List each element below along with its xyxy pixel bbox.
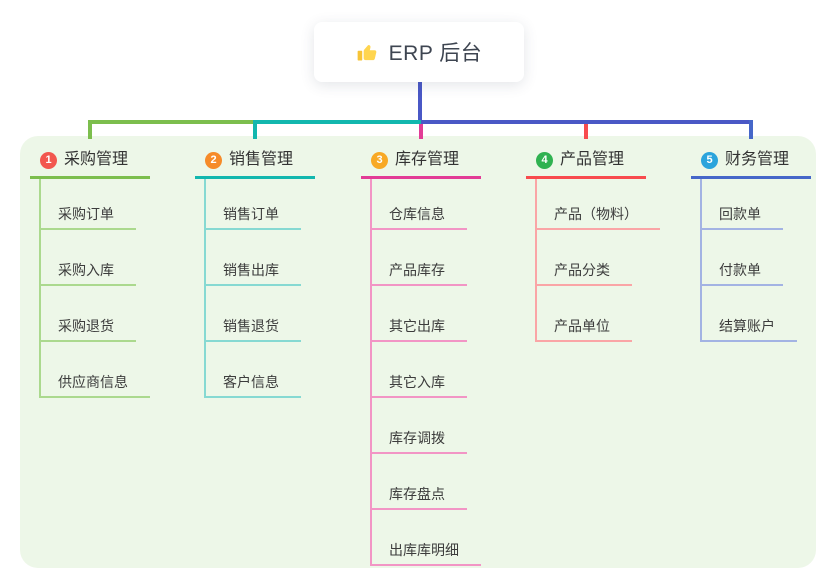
- branch-label: 库存管理: [395, 151, 460, 168]
- branch-items-1: 采购订单采购入库采购退货供应商信息: [39, 179, 150, 398]
- mindmap-item[interactable]: 付款单: [702, 230, 783, 286]
- branch-number-badge: 1: [40, 151, 57, 169]
- mindmap-item[interactable]: 供应商信息: [41, 342, 150, 398]
- mindmap-item[interactable]: 产品单位: [537, 286, 632, 342]
- branch-items-2: 销售订单销售出库销售退货客户信息: [204, 179, 301, 398]
- root-title: ERP 后台: [388, 42, 483, 65]
- mindmap-item[interactable]: 回款单: [702, 179, 783, 230]
- mindmap-item[interactable]: 采购入库: [41, 230, 136, 286]
- branches-panel: [20, 136, 816, 568]
- connector-drop-branch-3: [419, 124, 423, 139]
- connector-root-stem: [418, 82, 422, 124]
- branch-items-4: 产品（物料）产品分类产品单位: [535, 179, 660, 342]
- mindmap-item[interactable]: 其它入库: [372, 342, 467, 398]
- mindmap-item[interactable]: 其它出库: [372, 286, 467, 342]
- mindmap-item[interactable]: 销售订单: [206, 179, 301, 230]
- branch-header-1[interactable]: 1 采购管理: [30, 150, 150, 179]
- branch-label: 采购管理: [64, 151, 129, 168]
- mindmap-item[interactable]: 仓库信息: [372, 179, 467, 230]
- branch-header-4[interactable]: 4 产品管理: [526, 150, 646, 179]
- connector-drop-branch-2: [253, 120, 257, 139]
- connector-segment-right-blue: [421, 120, 753, 124]
- connector-segment-left-green: [88, 120, 255, 124]
- connector-drop-branch-5: [749, 120, 753, 139]
- branch-number-badge: 5: [701, 151, 718, 169]
- mindmap-item[interactable]: 销售退货: [206, 286, 301, 342]
- branch-items-5: 回款单付款单结算账户: [700, 179, 797, 342]
- connector-drop-branch-4: [584, 124, 588, 139]
- branch-label: 产品管理: [560, 151, 625, 168]
- mindmap-item[interactable]: 结算账户: [702, 286, 797, 342]
- branch-number-badge: 2: [205, 151, 222, 169]
- mindmap-item[interactable]: 采购订单: [41, 179, 136, 230]
- branch-header-3[interactable]: 3 库存管理: [361, 150, 481, 179]
- branch-header-5[interactable]: 5 财务管理: [691, 150, 811, 179]
- mindmap-item[interactable]: 产品分类: [537, 230, 632, 286]
- mindmap-item[interactable]: 产品库存: [372, 230, 467, 286]
- mindmap-item[interactable]: 销售出库: [206, 230, 301, 286]
- mindmap-item[interactable]: 出库库明细: [372, 510, 481, 566]
- thumbs-up-icon: [356, 41, 379, 64]
- mindmap-item[interactable]: 库存调拨: [372, 398, 467, 454]
- mindmap-item[interactable]: 采购退货: [41, 286, 136, 342]
- root-node[interactable]: ERP 后台: [314, 22, 524, 82]
- branch-label: 财务管理: [725, 151, 790, 168]
- branch-items-3: 仓库信息产品库存其它出库其它入库库存调拨库存盘点出库库明细: [370, 179, 481, 566]
- branch-number-badge: 3: [371, 151, 388, 169]
- connector-segment-left-teal: [253, 120, 423, 124]
- mindmap-item[interactable]: 产品（物料）: [537, 179, 660, 230]
- mindmap-item[interactable]: 库存盘点: [372, 454, 467, 510]
- branch-number-badge: 4: [536, 151, 553, 169]
- connector-drop-branch-1: [88, 120, 92, 139]
- branch-label: 销售管理: [229, 151, 294, 168]
- branch-header-2[interactable]: 2 销售管理: [195, 150, 315, 179]
- mindmap-item[interactable]: 客户信息: [206, 342, 301, 398]
